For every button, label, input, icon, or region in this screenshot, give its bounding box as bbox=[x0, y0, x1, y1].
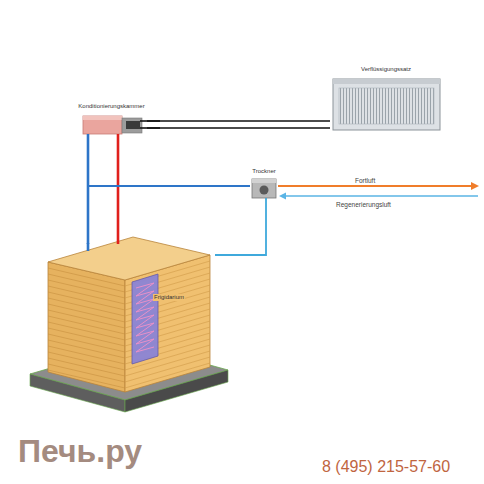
chamber-top bbox=[83, 116, 122, 120]
door-heating-coil bbox=[136, 283, 154, 352]
pipe-connector bbox=[215, 198, 266, 255]
cabin-left-face bbox=[48, 262, 125, 392]
watermark: Печь.ру bbox=[18, 434, 142, 469]
wood-stripes bbox=[48, 261, 210, 388]
air-label: Fortluft bbox=[355, 177, 375, 184]
condenser-unit bbox=[333, 79, 440, 130]
dryer-unit bbox=[252, 179, 276, 198]
condenser-housing bbox=[333, 79, 440, 130]
dryer-top bbox=[252, 179, 276, 183]
regeneration-arrowhead bbox=[279, 193, 286, 200]
node-label: Trockner bbox=[250, 168, 278, 175]
condenser-node: Verflüssigungssatz bbox=[330, 66, 442, 130]
cabin-top-face bbox=[48, 237, 210, 280]
air-label: Regenerierungsluft bbox=[336, 201, 391, 208]
exhaust-arrowhead bbox=[471, 182, 479, 190]
pipe-connector bbox=[117, 134, 120, 244]
chamber-outlet bbox=[126, 121, 140, 129]
chamber-body bbox=[83, 116, 122, 134]
dryer-box bbox=[252, 179, 276, 198]
cabin-node: Frigidarium bbox=[45, 244, 215, 408]
pipe-stub bbox=[87, 243, 90, 251]
condenser-grille bbox=[339, 88, 434, 124]
exhaust-air-line bbox=[278, 185, 472, 187]
chamber-fan-box bbox=[122, 118, 142, 133]
pipe-connector bbox=[147, 121, 330, 128]
node-label: Verflüssigungssatz bbox=[330, 66, 442, 73]
pipe-connector bbox=[88, 134, 250, 186]
node-label: Frigidarium bbox=[153, 294, 185, 301]
dryer-node: Trockner bbox=[250, 168, 278, 198]
phone-number: 8 (495) 215-57-60 bbox=[322, 458, 450, 476]
wood-stripe bbox=[48, 370, 125, 388]
cabin-door bbox=[132, 274, 158, 364]
chamber-unit bbox=[83, 116, 160, 134]
chamber-node: Konditionierungskammer bbox=[76, 103, 147, 134]
node-label: Konditionierungskammer bbox=[76, 103, 147, 110]
cabin bbox=[30, 237, 228, 412]
dryer-fan bbox=[260, 186, 269, 195]
wood-stripe bbox=[125, 363, 210, 388]
condenser-top bbox=[333, 79, 440, 84]
regeneration-air-line bbox=[285, 195, 478, 197]
